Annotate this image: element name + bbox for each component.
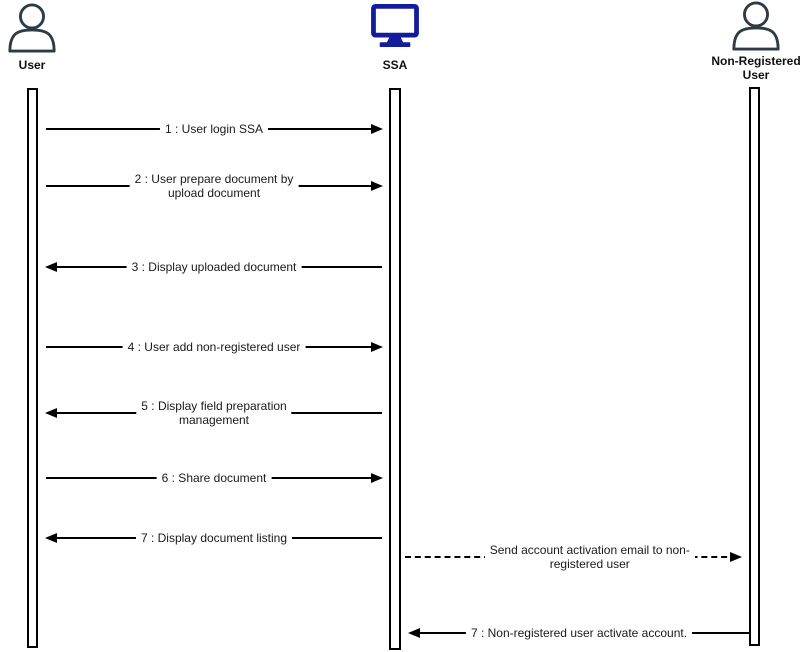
actor-user-label: User xyxy=(18,58,46,72)
message-1-label: 1 : User login SSA xyxy=(159,121,269,137)
arrowhead-right-icon xyxy=(371,473,383,483)
arrowhead-left-icon xyxy=(45,262,57,272)
lifeline-bar-non-registered-user xyxy=(749,87,760,646)
message-7-label: 7 : Display document listing xyxy=(135,530,293,546)
arrowhead-right-icon xyxy=(371,342,383,352)
arrowhead-left-icon xyxy=(45,408,57,418)
actor-user: User xyxy=(5,2,59,72)
actor-ssa-label: SSA xyxy=(382,58,408,72)
arrowhead-left-icon xyxy=(408,628,420,638)
arrowhead-left-icon xyxy=(45,533,57,543)
message-2-label: 2 : User prepare document by upload docu… xyxy=(129,171,299,201)
arrowhead-right-icon xyxy=(730,552,742,562)
arrowhead-right-icon xyxy=(371,124,383,134)
actor-ssa: SSA xyxy=(369,4,421,72)
message-8-label: Send account activation email to non- re… xyxy=(484,542,695,572)
arrowhead-right-icon xyxy=(371,181,383,191)
person-icon xyxy=(732,1,780,51)
monitor-icon xyxy=(371,4,419,48)
message-4-label: 4 : User add non-registered user xyxy=(122,339,306,355)
lifeline-bar-user xyxy=(27,88,38,648)
message-9-label: 7 : Non-registered user activate account… xyxy=(465,625,693,641)
person-icon xyxy=(8,3,56,53)
message-3-label: 3 : Display uploaded document xyxy=(126,259,302,275)
message-6-label: 6 : Share document xyxy=(156,470,272,486)
actor-non-registered-user-label: Non-Registered User xyxy=(711,54,801,82)
lifeline-bar-ssa xyxy=(389,88,401,650)
actor-non-registered-user: Non-Registered User xyxy=(711,0,801,82)
message-5-label: 5 : Display field preparation management xyxy=(136,398,292,428)
